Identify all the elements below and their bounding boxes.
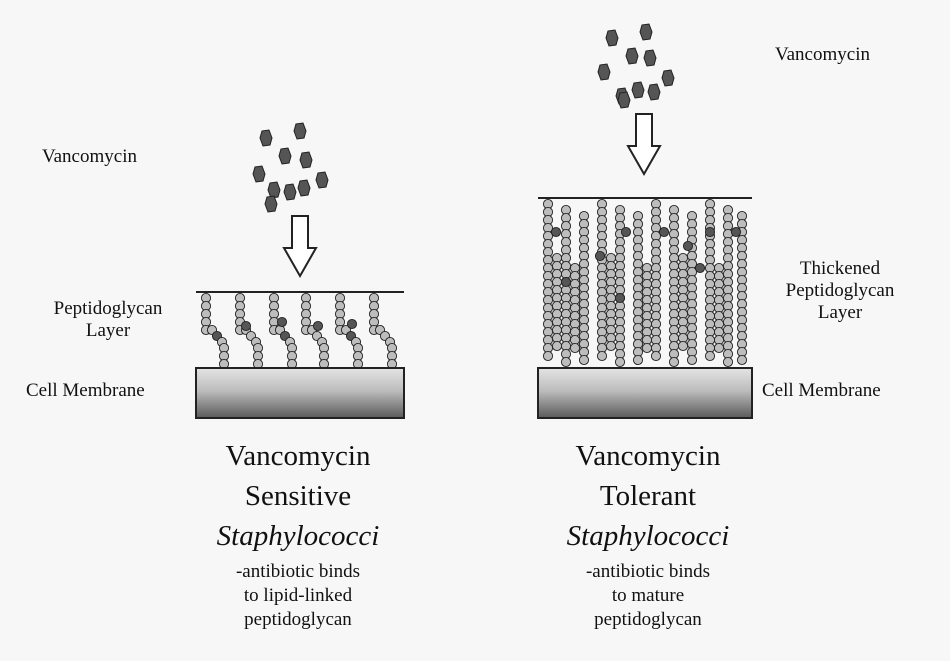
right-title-line2: Tolerant (599, 480, 697, 512)
bound-vancomycin-bead (346, 318, 358, 330)
vancomycin-molecule (605, 29, 619, 47)
right-down-arrow-icon (626, 113, 662, 177)
peptidoglycan-bead (736, 354, 748, 366)
right-thickened-label: Thickened Peptidoglycan Layer (770, 258, 910, 324)
vancomycin-molecule (643, 49, 657, 67)
peptidoglycan-bead (551, 340, 563, 352)
right-vancomycin-label: Vancomycin (775, 44, 870, 65)
peptidoglycan-bead (605, 340, 617, 352)
left-note-line3: peptidoglycan (244, 609, 352, 630)
peptidoglycan-bead (569, 342, 581, 354)
bound-vancomycin-bead (682, 240, 694, 252)
bound-vancomycin-bead (704, 226, 716, 238)
vancomycin-molecule (259, 129, 273, 147)
bound-vancomycin-bead (560, 276, 572, 288)
right-organism: Staphylococci (566, 520, 730, 552)
left-title-line1: Vancomycin (225, 440, 371, 472)
bound-vancomycin-bead (550, 226, 562, 238)
left-note-line1: -antibiotic binds (235, 561, 360, 582)
peptidoglycan-bead (713, 342, 725, 354)
vancomycin-molecule (597, 63, 611, 81)
vancomycin-molecule (283, 183, 297, 201)
right-vancomycin-molecules (597, 23, 675, 109)
left-title-line2: Sensitive (244, 480, 352, 512)
left-note-line2: to lipid-linked (243, 585, 353, 606)
left-cell-membrane (195, 367, 405, 419)
bound-vancomycin-bead (694, 262, 706, 274)
left-organism: Staphylococci (216, 520, 380, 552)
vancomycin-molecule (264, 195, 278, 213)
left-vancomycin-label: Vancomycin (42, 146, 137, 167)
right-peptidoglycan-chains (542, 198, 748, 368)
bound-vancomycin-bead (620, 226, 632, 238)
vancomycin-molecule (299, 151, 313, 169)
right-note-line1: -antibiotic binds (585, 561, 710, 582)
bound-vancomycin-bead (240, 320, 252, 332)
right-cell-membrane-label: Cell Membrane (762, 380, 881, 401)
vancomycin-molecule (297, 179, 311, 197)
peptidoglycan-bead (650, 350, 662, 362)
left-peptidoglycan-chains (200, 292, 398, 370)
right-note-line2: to mature (611, 585, 685, 606)
vancomycin-molecule (267, 181, 281, 199)
left-vancomycin-molecules (252, 122, 329, 213)
bound-vancomycin-bead (312, 320, 324, 332)
peptidoglycan-bead (677, 340, 689, 352)
right-caption: Vancomycin Tolerant Staphylococci -antib… (528, 436, 768, 632)
left-peptidoglycan-label-line1: Peptidoglycan (53, 298, 163, 319)
peptidoglycan-bead (668, 356, 680, 368)
bound-vancomycin-bead (658, 226, 670, 238)
bound-vancomycin-bead (730, 226, 742, 238)
peptidoglycan-bead (578, 354, 590, 366)
right-thickened-label-line2: Peptidoglycan (785, 280, 895, 301)
vancomycin-molecule (278, 147, 292, 165)
bound-vancomycin-bead (276, 316, 288, 328)
peptidoglycan-bead (614, 356, 626, 368)
vancomycin-molecule (647, 83, 661, 101)
bound-vancomycin-bead (594, 250, 606, 262)
peptidoglycan-bead (560, 356, 572, 368)
right-title-line1: Vancomycin (575, 440, 721, 472)
right-thickened-label-line3: Layer (817, 302, 863, 323)
left-caption: Vancomycin Sensitive Staphylococci -anti… (178, 436, 418, 632)
vancomycin-molecule (639, 23, 653, 41)
bound-vancomycin-bead (614, 292, 626, 304)
vancomycin-molecule (252, 165, 266, 183)
left-cell-membrane-label: Cell Membrane (26, 380, 145, 401)
vancomycin-molecule (661, 69, 675, 87)
vancomycin-molecule (631, 81, 645, 99)
peptidoglycan-bead (542, 350, 554, 362)
left-peptidoglycan-label-line2: Layer (85, 320, 131, 341)
peptidoglycan-bead (641, 342, 653, 354)
left-down-arrow-icon (282, 215, 318, 279)
vancomycin-molecule (315, 171, 329, 189)
vancomycin-molecule (293, 122, 307, 140)
peptidoglycan-bead (632, 354, 644, 366)
peptidoglycan-bead (686, 354, 698, 366)
peptidoglycan-bead (596, 350, 608, 362)
vancomycin-molecule (625, 47, 639, 65)
right-note-line3: peptidoglycan (594, 609, 702, 630)
vancomycin-molecule (617, 91, 631, 109)
peptidoglycan-bead (722, 356, 734, 368)
right-cell-membrane (537, 367, 753, 419)
right-thickened-label-line1: Thickened (799, 258, 881, 279)
peptidoglycan-bead (704, 350, 716, 362)
left-peptidoglycan-label: Peptidoglycan Layer (28, 298, 188, 342)
